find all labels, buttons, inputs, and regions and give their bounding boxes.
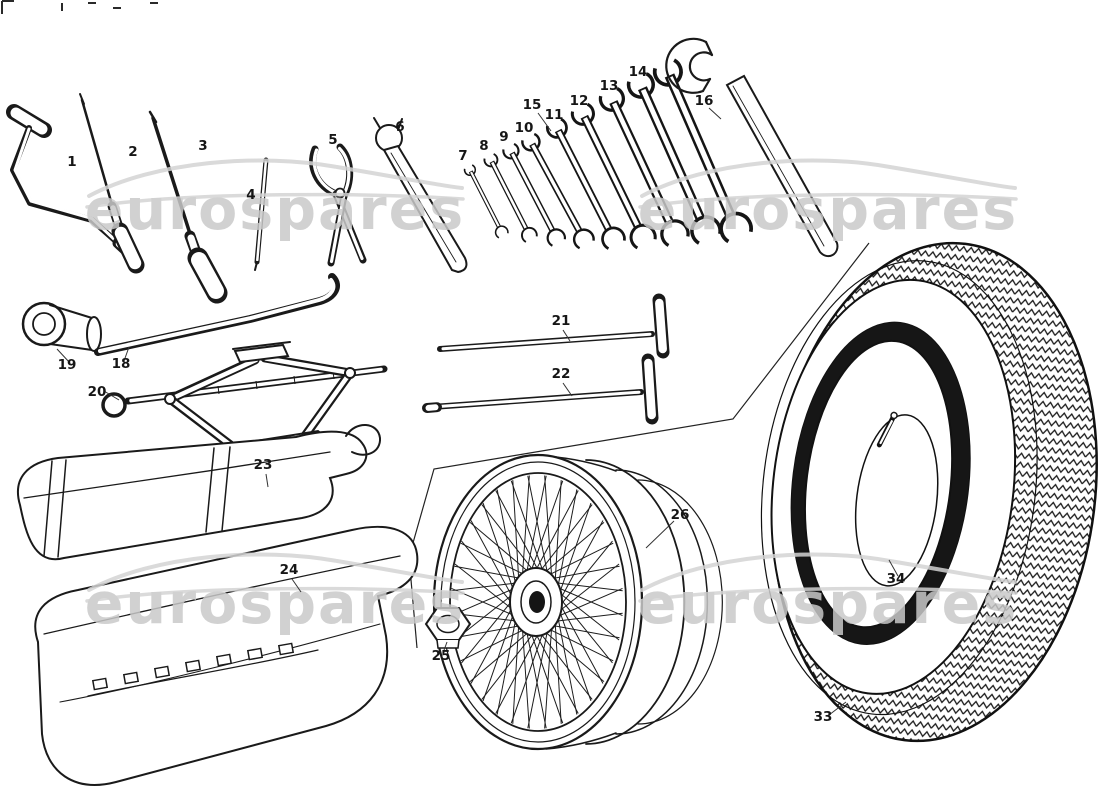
part-label-16: 16 [695,93,714,109]
hub-hammer-drawing [21,301,102,352]
part-label-3: 3 [198,138,207,154]
part-label-7: 7 [458,148,467,164]
t-handle-tool-2-drawing [422,353,659,425]
leader-lines [56,107,899,716]
part-label-25: 25 [432,648,451,664]
part-label-13: 13 [600,78,619,94]
t-handle-tool-1-drawing [437,293,670,359]
part-label-10: 10 [515,120,534,136]
part-label-34: 34 [887,571,906,587]
part-label-8: 8 [479,138,488,154]
part-label-1: 1 [67,154,76,170]
part-label-4: 4 [246,187,255,203]
part-label-18: 18 [112,356,131,372]
part-label-12: 12 [570,93,589,109]
part-label-19: 19 [58,357,77,373]
part-label-26: 26 [671,507,690,523]
part-label-21: 21 [552,313,571,329]
part-label-15: 15 [523,97,542,113]
part-label-22: 22 [552,366,571,382]
tyre-drawing [760,241,1098,743]
part-label-2: 2 [128,144,137,160]
part-label-24: 24 [280,562,299,578]
tools-layer [6,37,1098,786]
watermark-top-right [635,158,1021,245]
wire-wheel-drawing [432,453,723,751]
part-label-6: 6 [395,119,404,135]
part-label-20: 20 [88,384,107,400]
corner-registration-marks [1,0,158,14]
part-label-5: 5 [328,132,337,148]
part-label-23: 23 [254,457,273,473]
part-label-9: 9 [499,129,508,145]
tommy-bar-drawing [94,273,340,356]
tool-roll-drawing [17,424,382,561]
wheel-spokes [451,475,623,729]
part-label-11: 11 [545,107,564,123]
part-label-33: 33 [814,709,833,725]
part-label-14: 14 [629,64,648,80]
